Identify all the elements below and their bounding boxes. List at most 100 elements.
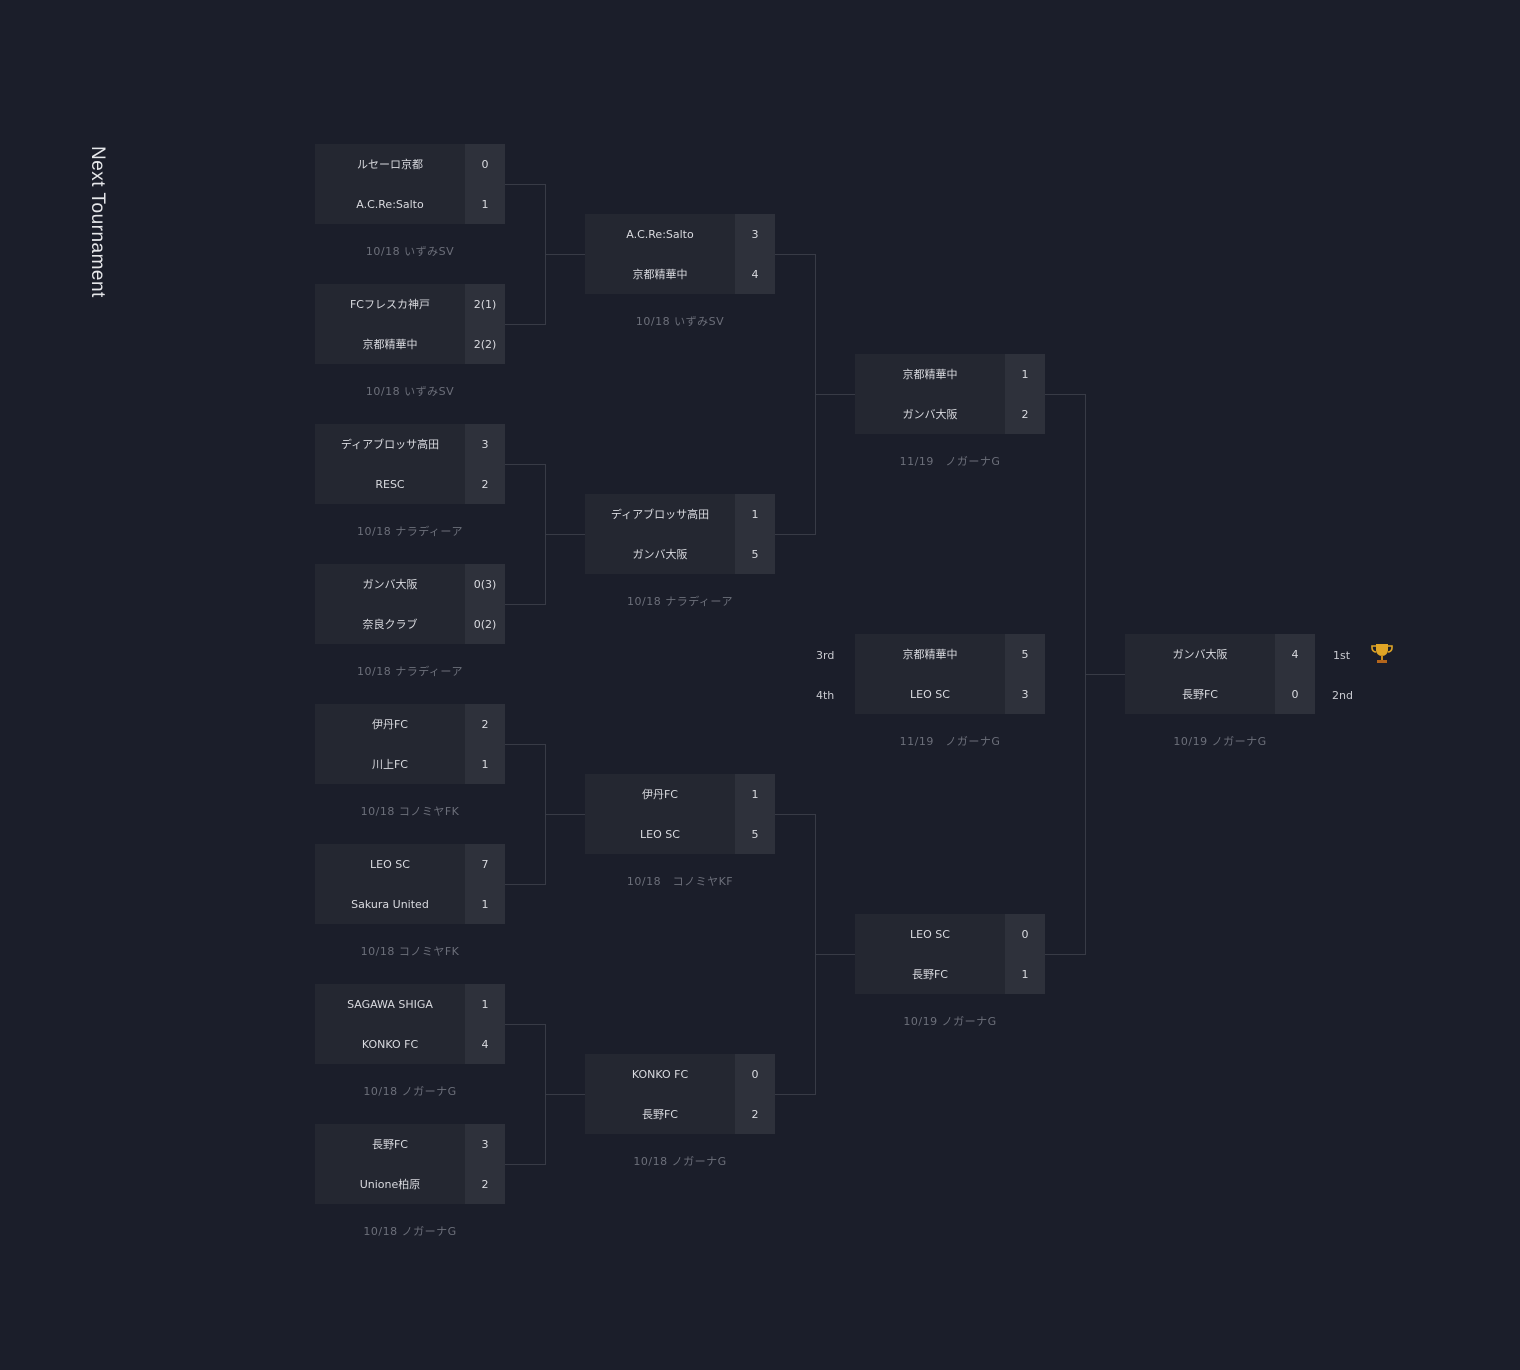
bracket-connector [775,1094,815,1095]
match-date-venue: 10/18 いずみSV [635,315,725,328]
team-name: 奈良クラブ [315,604,465,644]
team-score: 2 [1005,394,1045,434]
match-date-venue: 10/18 ナラディーア [357,525,463,538]
team-name: SAGAWA SHIGA [315,984,465,1024]
match-date-venue: 10/19 ノガーナG [1173,735,1267,748]
team-score: 0(3) [465,564,505,604]
match-date-venue: 11/19 ノガーナG [899,455,1001,468]
team-score: 2 [735,1094,775,1134]
rank-4th: 4th [816,689,835,702]
team-score: 1 [465,984,505,1024]
team-score: 0(2) [465,604,505,644]
team-score: 1 [465,744,505,784]
team-name: KONKO FC [585,1054,735,1094]
bracket-connector [505,1024,545,1025]
team-name: RESC [315,464,465,504]
team-score: 0 [465,144,505,184]
bracket-connector [775,254,815,255]
bracket-connector [545,534,585,535]
team-name: ガンバ大阪 [315,564,465,604]
bracket-connector [775,534,815,535]
team-name: A.C.Re:Salto [585,214,735,254]
team-score: 1 [735,494,775,534]
bracket-connector [775,814,815,815]
team-name: 京都精華中 [855,354,1005,394]
match-date-venue: 10/18 ナラディーア [357,665,463,678]
bracket-connector [505,604,545,605]
match-date-venue: 10/18 コノミヤFK [360,945,460,958]
match-date-venue: 10/18 いずみSV [365,245,455,258]
team-score: 3 [465,424,505,464]
bracket-connector [1045,394,1085,395]
team-score: 1 [465,184,505,224]
match-date-venue: 10/18 コノミヤFK [360,805,460,818]
team-name: LEO SC [855,674,1005,714]
team-score: 0 [1275,674,1315,714]
team-name: 伊丹FC [315,704,465,744]
team-name: LEO SC [585,814,735,854]
team-score: 4 [465,1024,505,1064]
page-title: Next Tournament [87,146,108,298]
team-name: 京都精華中 [855,634,1005,674]
bracket-connector [545,254,585,255]
team-score: 3 [1005,674,1045,714]
match-date-venue: 10/18 ノガーナG [363,1225,457,1238]
team-score: 2 [465,1164,505,1204]
rank-2nd: 2nd [1332,689,1353,702]
bracket-connector [1085,674,1125,675]
team-name: 京都精華中 [315,324,465,364]
team-name: LEO SC [315,844,465,884]
team-name: A.C.Re:Salto [315,184,465,224]
team-score: 0 [735,1054,775,1094]
team-score: 4 [735,254,775,294]
team-name: 長野FC [1125,674,1275,714]
match-date-venue: 10/18 ノガーナG [633,1155,727,1168]
team-score: 5 [735,814,775,854]
match-date-venue: 10/18 いずみSV [365,385,455,398]
team-name: 川上FC [315,744,465,784]
team-score: 3 [735,214,775,254]
team-name: ルセーロ京都 [315,144,465,184]
team-score: 2(1) [465,284,505,324]
team-score: 4 [1275,634,1315,674]
team-score: 1 [465,884,505,924]
team-name: ディアブロッサ高田 [585,494,735,534]
team-name: Unione柏原 [315,1164,465,1204]
team-name: ガンバ大阪 [1125,634,1275,674]
bracket-connector [545,814,585,815]
